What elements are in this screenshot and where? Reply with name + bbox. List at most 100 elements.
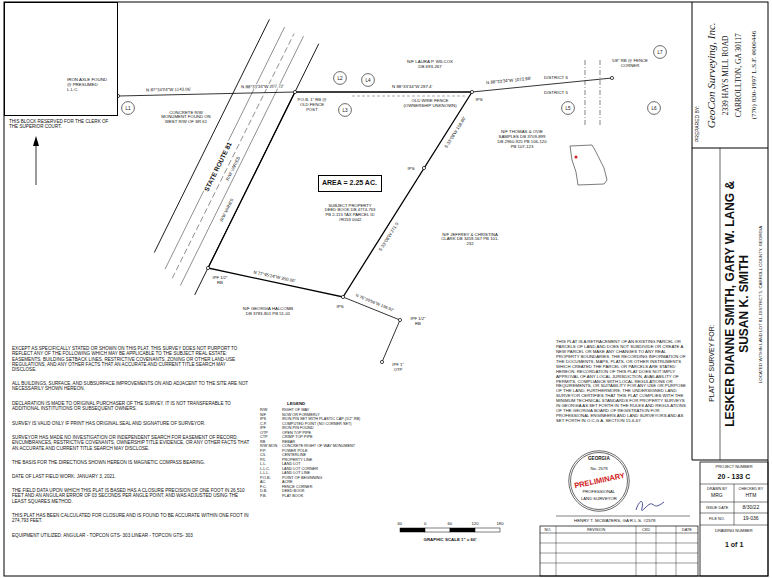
point-label: P.O.B. 1" RB @ OLD FENCE POST xyxy=(297,98,327,112)
legend-abbr: P.P. xyxy=(260,449,266,453)
seal-text: No. 2578 xyxy=(591,467,608,472)
corner-marker xyxy=(422,166,425,169)
map-label: IRON AXLE FOUND @ PRESUMED L.L.C. xyxy=(67,77,109,92)
note-text: THE FIELD DATA UPON WHICH THIS PLAT IS B… xyxy=(12,488,250,504)
owner-label: N/F JEFFREY & CHRISTINA CLARK DB 3459-56… xyxy=(440,233,500,248)
owner-label: N/F THOMAS & OVIE SAMPLES DB 3709-899 DB… xyxy=(496,130,548,150)
note-text: THE BASIS FOR THE DIRECTIONS SHOWN HEREO… xyxy=(12,460,250,465)
title-block-line xyxy=(720,148,721,460)
callout-number: L5 xyxy=(566,106,571,111)
callout-circle: L7 xyxy=(653,45,667,59)
legend-abbr: R/W MON xyxy=(260,444,277,448)
table-cell: ISSUE DATE xyxy=(706,506,728,510)
point-label: IPS xyxy=(337,304,344,309)
corner-marker xyxy=(206,266,209,269)
corner-marker xyxy=(380,360,383,363)
note-text: EQUIPMENT UTILIZED: ANGULAR - TOPCON GTS… xyxy=(12,533,250,538)
point-label: IPF 1" OTP xyxy=(389,363,407,373)
plat-heading: PLAT OF SURVEY FOR: xyxy=(708,324,716,402)
table-cell: DRAWING NUMBER xyxy=(715,529,753,534)
legend-text: RIGHT OF WAY xyxy=(282,408,309,412)
note-text: ALL BUILDINGS, SURFACE, AND SUBSURFACE I… xyxy=(12,381,250,392)
legend-title: LEGEND xyxy=(287,401,305,406)
note-text: DATE OF LAST FIELD WORK: JANUARY 3, 2021… xyxy=(12,474,250,479)
area-box: AREA = 2.25 AC. xyxy=(318,175,382,192)
bearing-label: N 87°34'04"W 1143.06' xyxy=(145,86,190,92)
north-arrow-head xyxy=(33,136,39,146)
callout-circle: L4 xyxy=(361,73,375,87)
table-header: CKD xyxy=(642,528,650,532)
legend-text: POWER POLE xyxy=(282,449,308,453)
legend-text: COMPUTED POINT (NO CORNER SET) xyxy=(282,422,352,426)
legend-abbr: D.B. xyxy=(260,489,267,493)
boundary-line xyxy=(118,92,295,96)
road-name: STATE ROUTE 81 xyxy=(202,140,233,193)
bearing-label: N 88°33'34"W 207.72' xyxy=(239,83,284,89)
revision-table xyxy=(540,526,698,576)
table-cell: HTM xyxy=(746,493,757,499)
district-label: DISTRICT 5 xyxy=(544,90,568,95)
table-cell: CHECKED BY xyxy=(739,487,764,491)
callout-number: L3 xyxy=(343,108,348,113)
state-location-map xyxy=(570,145,607,185)
bearing-label: N 88°33'34"W 287.4' xyxy=(392,84,432,89)
table-header: NO. xyxy=(545,528,552,532)
legend-abbr: AC. xyxy=(260,480,266,484)
corner-marker xyxy=(610,76,613,79)
owner-label: N/F GEORGIA HALCOMB DB 3783-801 PB 51-01 xyxy=(241,307,295,317)
table-rule xyxy=(540,563,698,564)
bearing-label: N 77°45'24"W 350.00' xyxy=(251,269,296,283)
surveyor-signature xyxy=(636,502,664,511)
scale-number: 120 xyxy=(472,522,479,527)
location-dot xyxy=(575,156,578,159)
circle-ring xyxy=(339,104,352,117)
scale-bar xyxy=(400,528,425,532)
circle-ring xyxy=(569,451,630,512)
callout-number: L2 xyxy=(338,76,343,81)
seal-text: GEORGIA xyxy=(588,456,610,461)
circle-ring xyxy=(362,74,375,87)
title-block-line xyxy=(692,148,768,149)
surveyor-name: HENRY T. MCWATERS, GA R.L.S. #2578 xyxy=(574,518,656,523)
scale-number: 60 xyxy=(398,522,403,527)
map-label: CONCRETE R/W MONUMENT FOUND ON WEST R/W … xyxy=(159,111,213,126)
legend-abbr: R/W xyxy=(260,408,267,412)
callout-number: L1 xyxy=(126,106,131,111)
scale-number: 0 xyxy=(424,522,426,527)
legend-abbr: P.O.B. xyxy=(260,476,271,480)
scale-bar xyxy=(475,528,500,532)
preparer-block: PREPARED BY:GeoCon Surveying, Inc.2339 H… xyxy=(692,2,768,148)
circle-ring xyxy=(334,72,347,85)
table-header: REVISION xyxy=(587,528,605,532)
table-cell: MRG xyxy=(711,493,723,499)
point-label: IPS xyxy=(476,97,483,102)
table-rule xyxy=(556,526,557,576)
table-header: DATE xyxy=(682,528,692,532)
legend-text: CENTERLINE xyxy=(282,453,306,457)
bearing-label: N 76°39'56"W 199.92' xyxy=(353,293,395,314)
clerk-block: THIS BLOCK RESERVED FOR THE CLERK OF THE… xyxy=(4,2,118,116)
wire-fence xyxy=(352,96,466,97)
road-edge xyxy=(180,36,303,285)
legend-text: FENCE CORNER xyxy=(282,485,312,489)
land-lot-line xyxy=(600,60,601,125)
legend-abbr: P.B. xyxy=(260,494,267,498)
legend-text: NOW OR FORMERLY xyxy=(282,413,320,417)
map-label: OLD WIRE FENCE (OWNERSHIP UNKNOWN) xyxy=(403,99,457,109)
sheet-border xyxy=(4,2,768,576)
circle-ring xyxy=(648,102,661,115)
note-text: EXCEPT AS SPECIFICALLY STATED OR SHOWN O… xyxy=(12,346,250,372)
signature-line xyxy=(556,516,690,517)
legend-abbr: N/F xyxy=(260,413,266,417)
circle-ring xyxy=(571,453,628,510)
company-address: 2339 HAYS MILL ROAD xyxy=(722,35,731,115)
table-rule xyxy=(540,533,698,534)
note-text: THIS PLAT HAS BEEN CALCULATED FOR CLOSUR… xyxy=(12,513,250,524)
area-text: AREA = 2.25 AC. xyxy=(322,179,377,187)
legend-abbr: L.L. xyxy=(260,462,266,466)
point-label: IPS xyxy=(408,166,415,171)
legend-abbr: RB xyxy=(260,440,265,444)
point-label: IPF 1/2" RB xyxy=(409,317,427,327)
legend-abbr: IPF xyxy=(260,426,266,430)
seal-text: PROFESSIONAL xyxy=(583,490,616,495)
